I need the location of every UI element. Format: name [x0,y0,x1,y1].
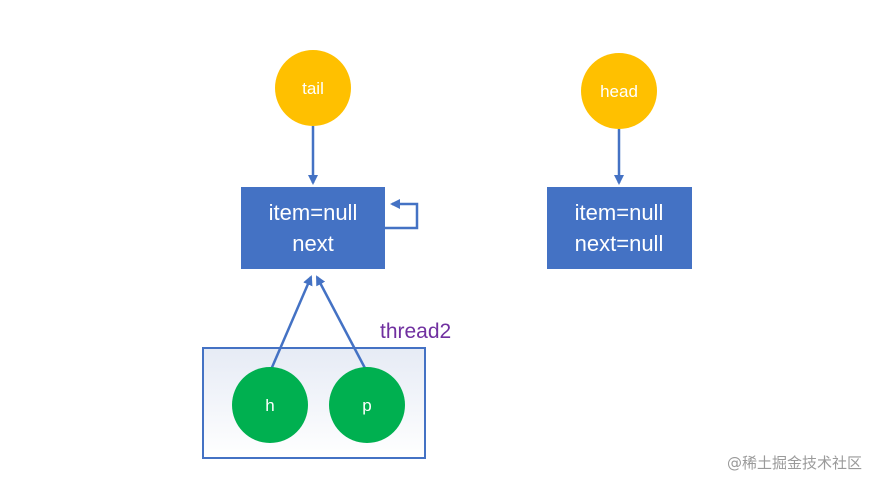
head-pointer: head [581,53,657,129]
tail-label: tail [302,79,324,98]
right-node-next: next=null [575,231,664,256]
watermark: @稀土掘金技术社区 [726,454,862,472]
p-pointer: p [329,367,405,443]
left-node-item: item=null [269,200,358,225]
p-label: p [362,396,371,415]
left-node: item=null next [241,187,385,269]
self-loop-arrow [385,199,419,230]
h-label: h [265,396,274,415]
tail-pointer: tail [275,50,351,126]
h-arrow [268,275,313,373]
left-node-next: next [292,231,334,256]
p-arrow [315,275,369,373]
h-pointer: h [232,367,308,443]
thread-label: thread2 [380,320,451,343]
head-label: head [600,82,638,101]
right-node: item=null next=null [547,187,692,269]
right-node-item: item=null [575,200,664,225]
